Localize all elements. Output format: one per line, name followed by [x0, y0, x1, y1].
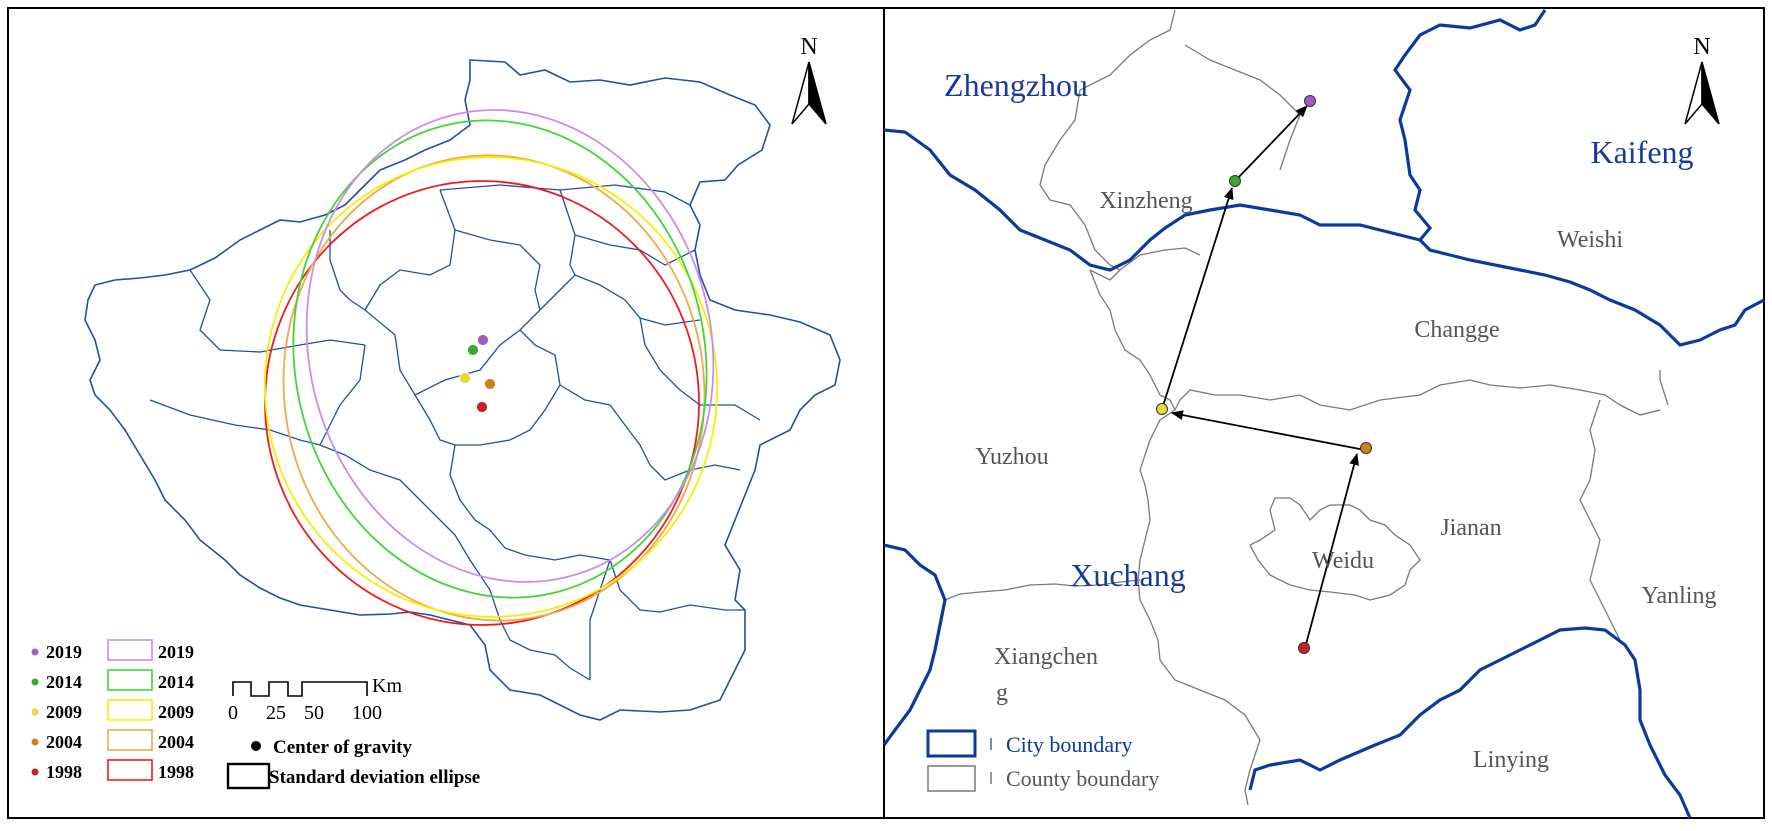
ellipse-legend-label-2019: 2019	[158, 642, 194, 662]
center-2009	[459, 372, 471, 384]
boundary-legend: City boundary County boundary	[926, 729, 1159, 792]
county-yuzhou: Yuzhou	[975, 444, 1048, 470]
point-legend-label-1998: 1998	[46, 762, 82, 782]
county-weishi: Weishi	[1557, 227, 1623, 253]
point-1998	[1298, 642, 1310, 654]
scale-tick-25: 25	[266, 702, 286, 724]
gravity-trajectory	[1162, 105, 1366, 649]
city-boundary-label: City boundary	[1006, 732, 1133, 757]
right-map-panel: Zhengzhou Kaifeng Xuchang Xinzheng Weish…	[882, 9, 1765, 819]
county-weidu: Weidu	[1312, 548, 1374, 574]
scale-tick-50: 50	[304, 702, 324, 724]
std-ellipse-label: Standard deviation ellipse	[269, 767, 480, 788]
std-ellipses	[263, 109, 719, 626]
point-legend-marker-2004	[31, 738, 39, 746]
city-xuchang: Xuchang	[1070, 557, 1186, 593]
city-boundaries	[882, 9, 1765, 819]
trajectory-points	[1156, 95, 1372, 654]
trajectory-2004-2009	[1171, 410, 1366, 451]
ellipse-legend-swatch-2009	[107, 699, 153, 721]
north-arrow-left: N	[791, 34, 827, 125]
city-zhengzhou: Zhengzhou	[944, 67, 1088, 103]
point-legend-marker-2014	[31, 678, 39, 686]
outer-frame	[7, 7, 1765, 819]
city-boundary-symbol	[926, 729, 977, 758]
county-jianan: Jianan	[1440, 515, 1501, 541]
trajectory-1998-2004	[1304, 453, 1359, 649]
center-symbol	[251, 741, 261, 751]
point-legend-marker-1998	[31, 768, 39, 776]
ellipse-legend-label-1998: 1998	[158, 762, 194, 782]
point-2014	[1229, 175, 1241, 187]
gravity-centers	[459, 334, 496, 413]
county-boundary-label: County boundary	[1006, 766, 1159, 791]
ellipse-symbol	[226, 762, 271, 790]
trajectory-2014-2019	[1235, 105, 1308, 181]
center-1998	[476, 401, 488, 413]
county-linying: Linying	[1473, 747, 1549, 773]
scale-unit: Km	[372, 675, 402, 697]
county-xiangcheng-line1: Xiangchen	[994, 644, 1098, 670]
prefecture-boundaries	[149, 184, 761, 681]
ellipse-legend-label-2004: 2004	[158, 732, 194, 752]
county-boundary-symbol	[927, 765, 976, 792]
point-legend-marker-2009	[31, 708, 39, 716]
center-2019	[477, 334, 489, 346]
county-yanling: Yanling	[1642, 583, 1717, 609]
left-map-panel: N 2019 2014 2009 2004 1998 2019 2014 2009 2004 1…	[31, 34, 841, 790]
center-of-gravity-label: Center of gravity	[273, 737, 412, 758]
point-legend-label-2004: 2004	[46, 732, 82, 752]
point-legend: 2019 2014 2009 2004 1998	[31, 642, 82, 782]
ellipse-2004	[282, 154, 706, 622]
ellipse-legend-label-2014: 2014	[158, 672, 194, 692]
north-arrow-right: N	[1684, 34, 1720, 125]
point-legend-label-2009: 2009	[46, 702, 82, 722]
ellipse-legend-swatch-2014	[107, 669, 153, 691]
scale-tick-100: 100	[352, 702, 382, 724]
point-legend-label-2014: 2014	[46, 672, 82, 692]
center-2004	[484, 378, 496, 390]
ellipse-legend-swatch-2019	[107, 639, 153, 661]
center-2014	[467, 344, 479, 356]
scale-bar: Km 0 25 50 100	[228, 675, 402, 724]
north-label-left: N	[800, 34, 817, 60]
ellipse-legend: 2019 2014 2009 2004 1998	[107, 639, 194, 782]
county-xinzheng: Xinzheng	[1099, 188, 1192, 214]
ellipse-legend-label-2009: 2009	[158, 702, 194, 722]
trajectory-2009-2014	[1162, 187, 1234, 407]
ellipse-2019	[305, 109, 715, 583]
point-2004	[1360, 442, 1372, 454]
point-2009	[1156, 403, 1168, 415]
point-2019	[1304, 95, 1316, 107]
symbol-legend: Center of gravity Standard deviation ell…	[226, 737, 480, 790]
point-legend-label-2019: 2019	[46, 642, 82, 662]
ellipse-2014	[292, 119, 708, 599]
north-label-right: N	[1693, 34, 1710, 60]
county-xiangcheng-line2: g	[996, 680, 1008, 706]
county-changge: Changge	[1414, 317, 1499, 343]
ellipse-legend-swatch-1998	[107, 759, 153, 781]
scale-tick-0: 0	[228, 702, 238, 724]
ellipse-legend-swatch-2004	[107, 729, 153, 751]
city-kaifeng: Kaifeng	[1590, 134, 1693, 170]
point-legend-marker-2019	[31, 648, 39, 656]
county-boundaries	[944, 9, 1669, 806]
